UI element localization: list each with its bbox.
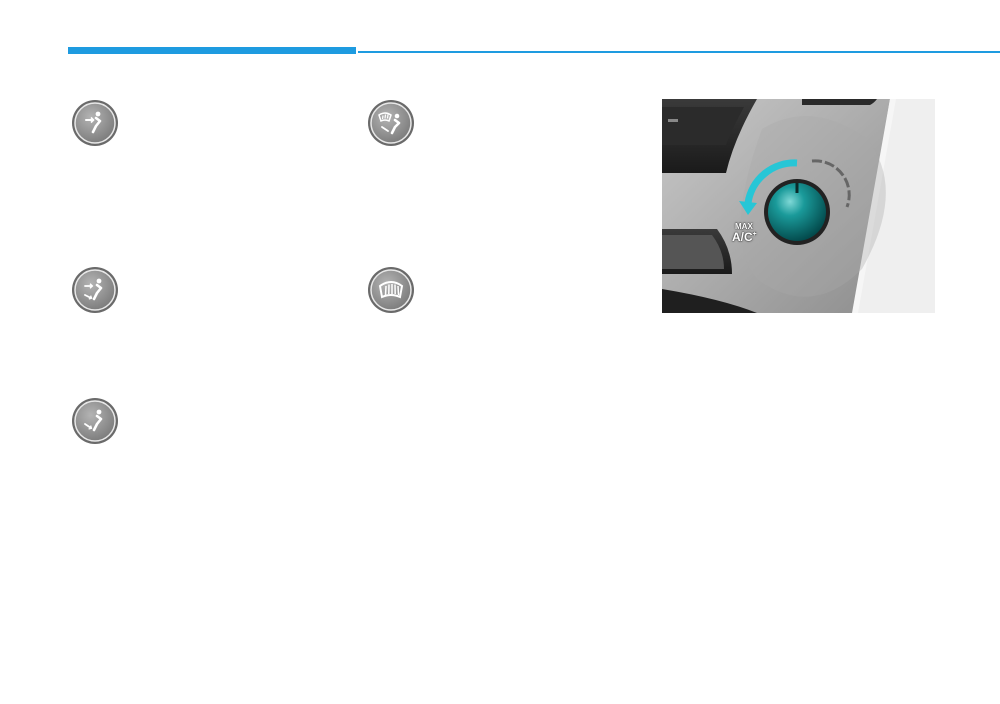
section-header-rule-thin: [358, 51, 1000, 53]
floor-defrost-mode-icon: [367, 99, 415, 147]
ac-knob-label: A/C+: [732, 230, 757, 244]
floor-mode-icon: [71, 397, 119, 445]
section-header-rule-thick: [68, 47, 356, 54]
ac-max-label: MAX: [735, 222, 753, 231]
bi-level-mode-icon: [71, 266, 119, 314]
defrost-mode-icon: [367, 266, 415, 314]
climate-control-illustration: MAX A/C+: [662, 99, 935, 313]
face-vent-mode-icon: [71, 99, 119, 147]
